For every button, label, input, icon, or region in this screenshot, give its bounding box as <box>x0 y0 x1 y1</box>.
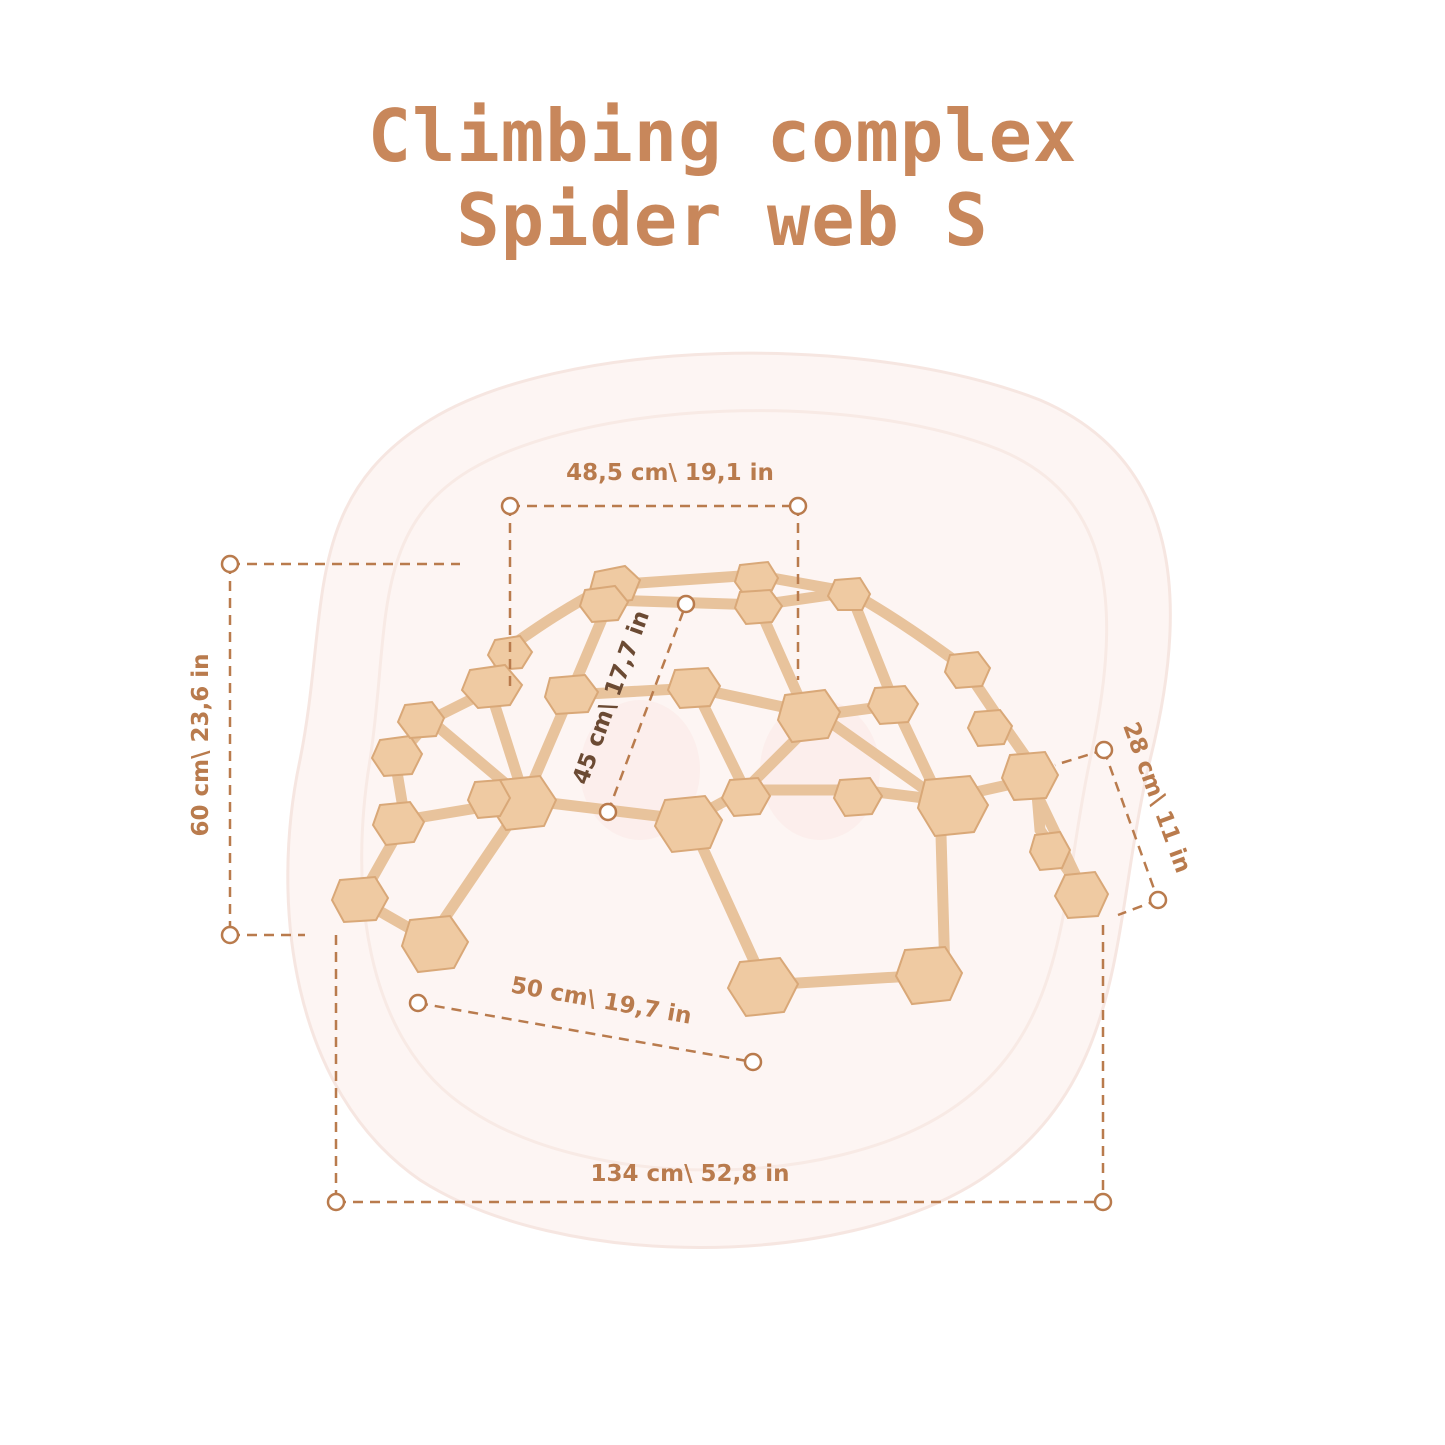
climbing-dome <box>330 560 1110 1018</box>
dimension-lines <box>228 504 1160 1204</box>
page-title-line-2: Spider web S <box>456 178 989 262</box>
top-width-label: 48,5 cm\ 19,1 in <box>566 460 774 486</box>
dimension-endpoints <box>220 496 1168 1212</box>
height-label: 60 cm\ 23,6 in <box>188 653 214 836</box>
total-width-label: 134 cm\ 52,8 in <box>590 1161 789 1187</box>
page-title-line-1: Climbing complex <box>367 94 1078 178</box>
